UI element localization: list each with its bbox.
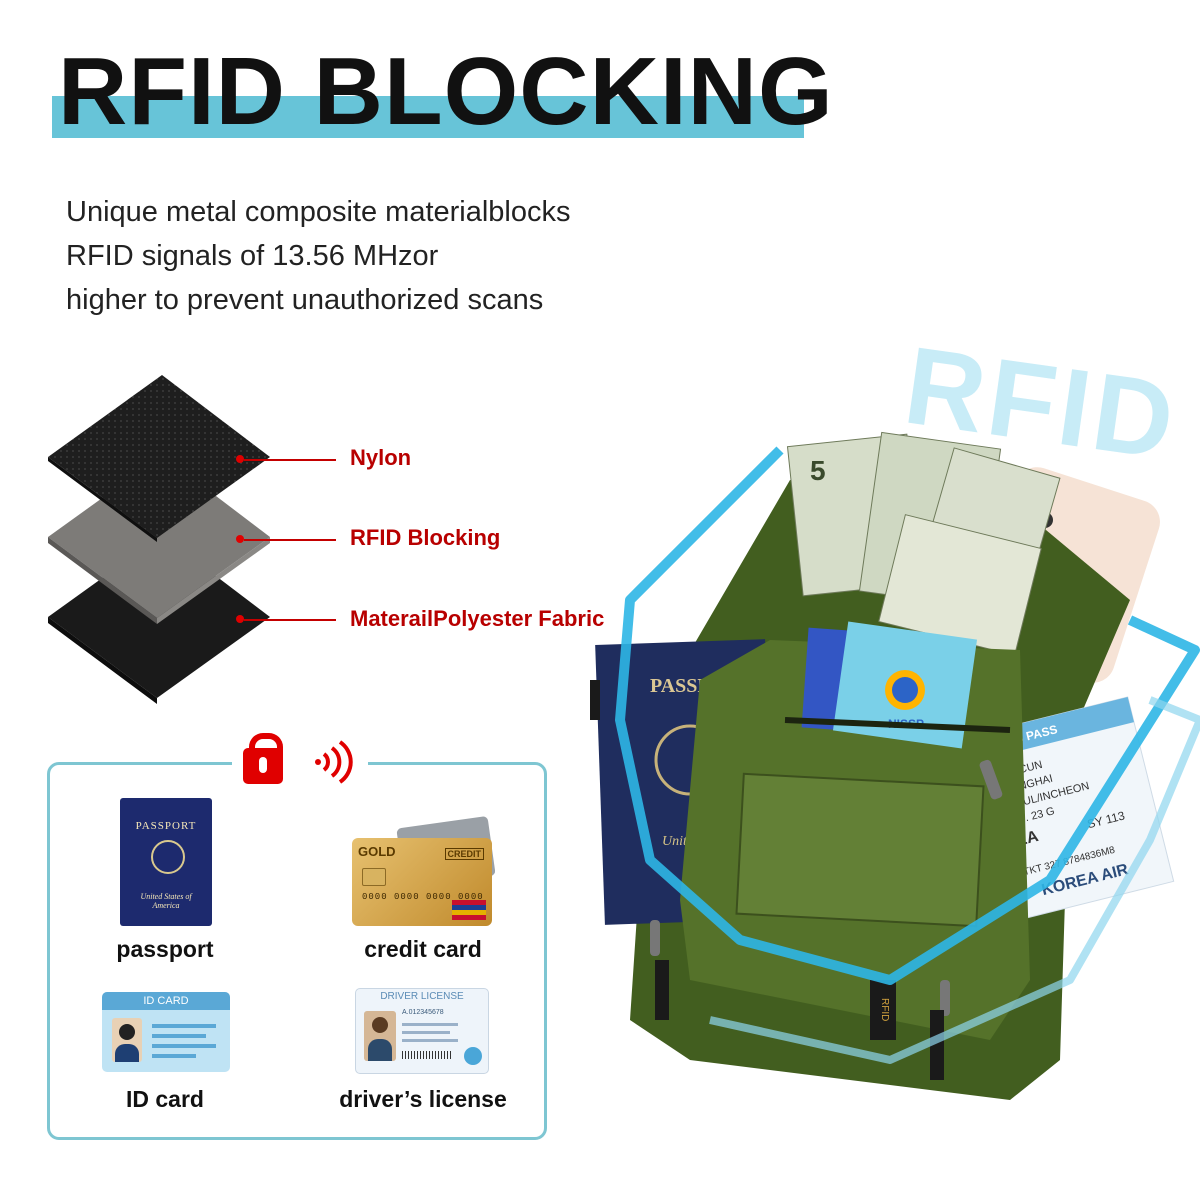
layer-nylon <box>48 375 270 542</box>
wireless-signal-icon <box>315 740 353 784</box>
strap-left <box>590 680 600 720</box>
id-card-header: ID CARD <box>102 992 230 1010</box>
credit-card-icon: GOLD CREDIT 0000 0000 0000 0000 <box>352 838 492 926</box>
leader-line-3 <box>244 619 336 621</box>
shield-outline <box>615 446 1200 985</box>
product-illustration: 5 PASSPORT Unit of RDING PASS LI/FUCUN S… <box>590 431 1200 1100</box>
leader-line-1 <box>244 459 336 461</box>
item-label-driver-license: driver’s license <box>339 1086 507 1112</box>
label-nylon: Nylon <box>350 445 412 470</box>
zipper-pull-2 <box>940 980 950 1016</box>
leader-dot-3 <box>236 615 244 623</box>
id-card-photo <box>112 1018 142 1062</box>
passport-emblem <box>151 840 185 874</box>
driver-license-icon: DRIVER LICENSE A.012345678 <box>355 988 489 1074</box>
item-label-credit-card: credit card <box>364 936 482 962</box>
driver-license-number: A.012345678 <box>402 1009 444 1016</box>
layer-stack-diagram <box>48 375 270 704</box>
credit-card-credit-text: CREDIT <box>444 848 484 860</box>
nissp-card: NISSP <box>832 621 978 749</box>
zipper-pull-3 <box>650 920 660 956</box>
description-line-3: higher to prevent unauthorized scans <box>66 284 544 316</box>
label-rfid-blocking: RFID Blocking <box>350 525 501 550</box>
clear-window <box>735 772 985 928</box>
strap-bottom-left <box>655 960 669 1020</box>
description-line-2: RFID signals of 13.56 MHzor <box>66 240 439 272</box>
driver-license-header: DRIVER LICENSE <box>380 991 464 1002</box>
shield-outline-2 <box>709 696 1200 1064</box>
rfid-tag-text: RFID <box>879 998 890 1021</box>
page-title: RFID BLOCKING <box>58 38 834 145</box>
cash-bills: 5 <box>786 431 1061 656</box>
item-label-id-card: ID card <box>126 1086 204 1112</box>
passport-icon: PASSPORT United States of America <box>120 798 212 926</box>
title-underline <box>52 96 804 138</box>
passport-icon-country: United States of America <box>140 892 192 910</box>
strap-bottom-right <box>930 1010 944 1080</box>
credit-card-stripes <box>452 900 486 920</box>
passport-icon-text: PASSPORT <box>135 820 197 832</box>
credit-card-gold-text: GOLD <box>358 844 396 859</box>
rfid-tag: RFID <box>870 980 896 1040</box>
leader-dot-1 <box>236 455 244 463</box>
label-polyester: MaterailPolyester Fabric <box>350 606 605 631</box>
lock-keyhole <box>259 757 267 773</box>
id-card-icon: ID CARD <box>102 992 230 1072</box>
description: Unique metal composite materialblocks RF… <box>66 190 571 322</box>
driver-license-photo <box>364 1011 396 1061</box>
leader-line-2 <box>244 539 336 541</box>
description-line-1: Unique metal composite materialblocks <box>66 196 571 228</box>
bill-value-text: 5 <box>810 455 826 486</box>
item-label-passport: passport <box>116 936 214 962</box>
leader-dot-2 <box>236 535 244 543</box>
credit-card-chip <box>362 868 386 886</box>
zipper-pull <box>979 759 1003 800</box>
credit-card-number: 0000 0000 0000 0000 <box>362 892 484 902</box>
